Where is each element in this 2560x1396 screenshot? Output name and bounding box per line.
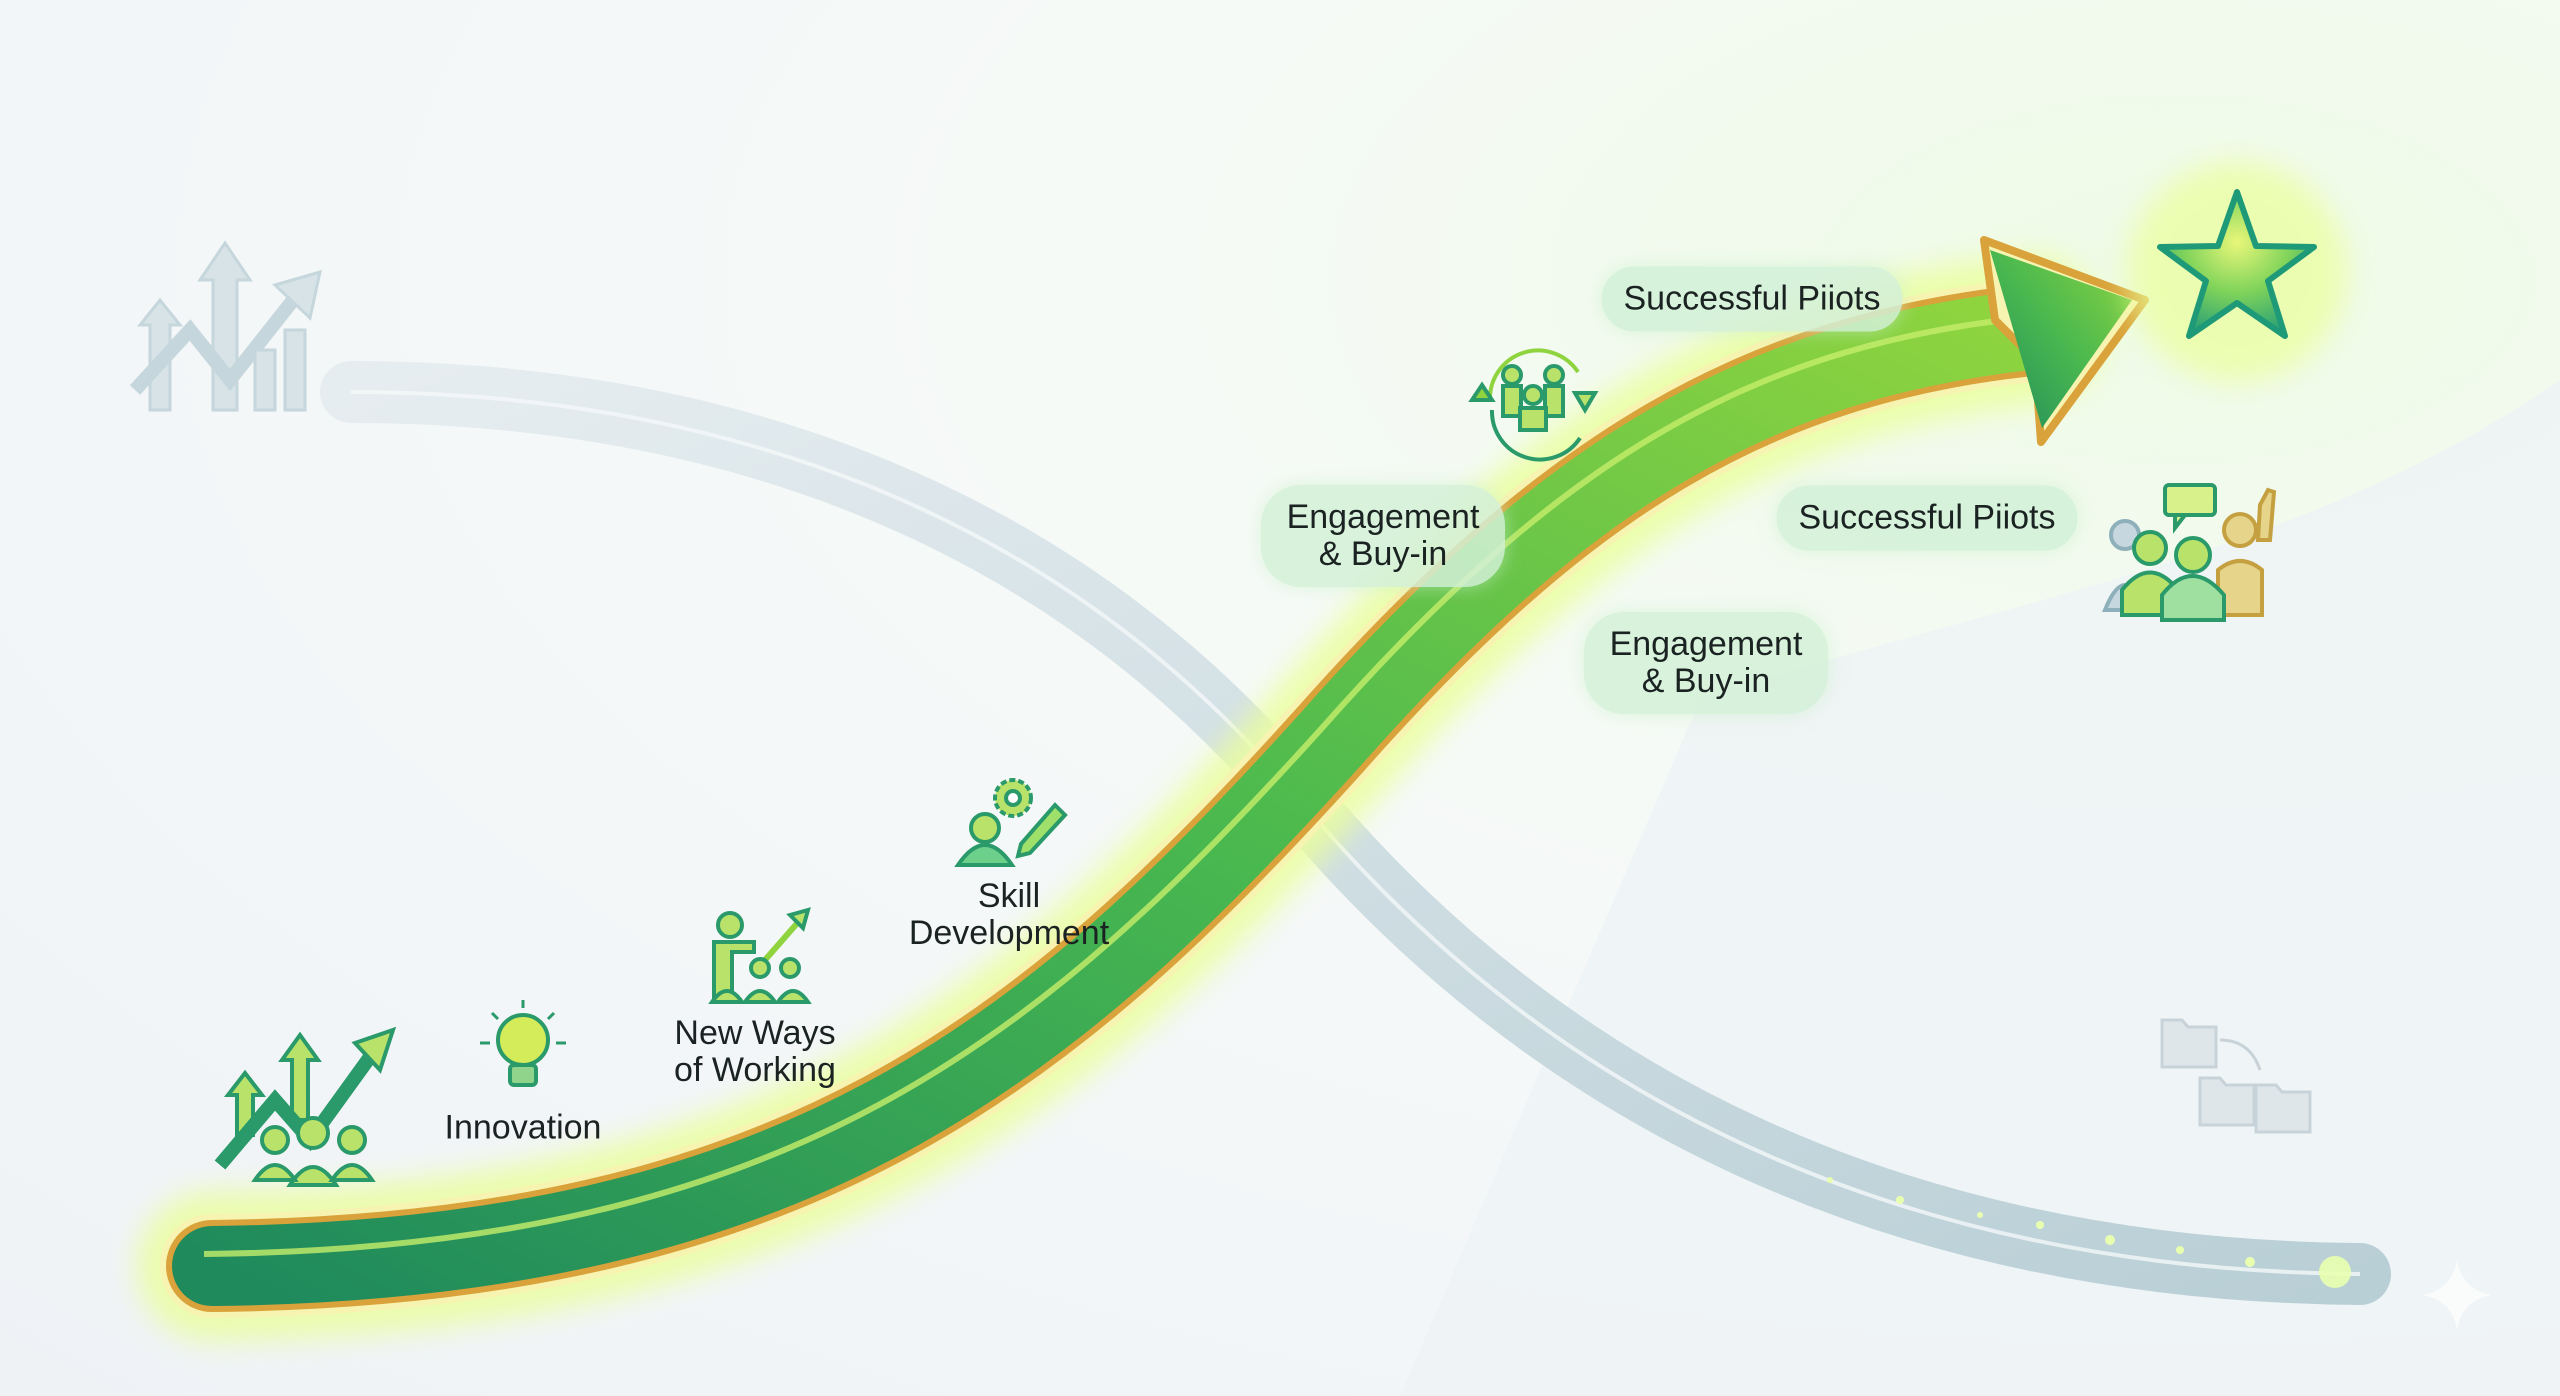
presenter-icon	[708, 907, 812, 1004]
growth-team-icon	[214, 1026, 397, 1187]
team-cycle-icon	[1468, 348, 1599, 462]
star-icon	[2127, 162, 2347, 382]
label-successful-pilots-right: Successful Piiots	[1776, 485, 2078, 551]
label-new-ways-of-working: New Ways of Working	[674, 1014, 836, 1089]
lightbulb-icon	[480, 1000, 566, 1087]
faded-growth-chart-icon	[129, 240, 323, 412]
label-engagement-lower: Engagement & Buy-in	[1584, 612, 1828, 714]
sparkle-trail	[1827, 1177, 2351, 1288]
sparkle-icon	[2422, 1260, 2492, 1330]
group-chat-icon	[2102, 483, 2277, 622]
label-successful-pilots-top: Successful Piiots	[1601, 266, 1903, 332]
label-innovation: Innovation	[444, 1108, 602, 1147]
label-skill-development: Skill Development	[908, 877, 1110, 952]
label-engagement-left: Engagement & Buy-in	[1261, 485, 1505, 587]
folders-icon	[2160, 1018, 2312, 1134]
skill-development-icon	[954, 778, 1068, 867]
rising-arrow	[137, 236, 2149, 1341]
